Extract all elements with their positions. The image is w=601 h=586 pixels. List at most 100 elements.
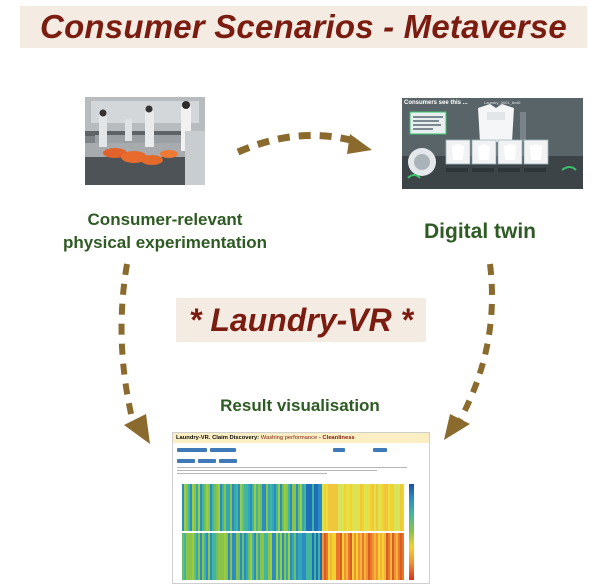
heatmap-cell [198, 484, 201, 531]
heatmap-cell [354, 533, 357, 580]
heatmap-cell [324, 533, 327, 580]
heatmap-cell [362, 484, 365, 531]
heatmap-cell [364, 533, 367, 580]
heatmap-cell [372, 533, 375, 580]
heatmap-cell [238, 533, 241, 580]
heatmap-cell [294, 533, 297, 580]
heatmap-cell [288, 484, 291, 531]
heatmap-cell [232, 533, 235, 580]
heatmap-cell [222, 533, 225, 580]
heatmap-cell [254, 533, 257, 580]
heatmap-cell [302, 484, 305, 531]
heatmap-cell [248, 533, 251, 580]
heatmap-cell [366, 484, 369, 531]
heatmap-cell [302, 533, 305, 580]
heatmap-cell [298, 484, 301, 531]
heatmap-cell [350, 533, 353, 580]
digital-twin-label: Digital twin [424, 220, 536, 243]
heatmap-cell [330, 484, 333, 531]
heatmap-cell [358, 484, 361, 531]
heatmap-cell [252, 533, 255, 580]
result-title-part3: - Cleanliness [318, 435, 355, 441]
heatmap-cell [244, 484, 247, 531]
heatmap-cell [264, 484, 267, 531]
heatmap-cell [240, 484, 243, 531]
heatmap-cell [262, 484, 265, 531]
heatmap-cell [192, 484, 195, 531]
heatmap-cell [310, 484, 313, 531]
heatmap-cell [352, 533, 355, 580]
heatmap-cell [224, 533, 227, 580]
heatmap-cell [196, 484, 199, 531]
heatmap-cell [326, 484, 329, 531]
heatmap-cell [398, 484, 401, 531]
heatmap-cell [356, 484, 359, 531]
heatmap-cell [390, 533, 393, 580]
heatmap-cell [348, 533, 351, 580]
heatmap-cell [378, 533, 381, 580]
heatmap-cell [192, 533, 195, 580]
heatmap-cell [202, 533, 205, 580]
physical-label-line2: physical experimentation [62, 233, 268, 252]
heatmap-cell [324, 484, 327, 531]
heatmap-cell [382, 484, 385, 531]
heatmap-cell [246, 484, 249, 531]
heatmap-cell [236, 484, 239, 531]
heatmap-cell [388, 484, 391, 531]
heatmap-cell [358, 533, 361, 580]
heatmap-cell [260, 484, 263, 531]
heatmap-cell [292, 533, 295, 580]
result-title-part1: Laundry-VR. Claim Discovery: [176, 435, 260, 441]
heatmap-cell [256, 484, 259, 531]
heatmap-cell [182, 484, 185, 531]
heatmap-cell [402, 484, 404, 531]
heatmap-cell [216, 484, 219, 531]
heatmap-cell [382, 533, 385, 580]
heatmap-cell [318, 533, 321, 580]
heatmap-cell [286, 484, 289, 531]
heatmap-cell [286, 533, 289, 580]
heatmap-cell [186, 484, 189, 531]
heatmap-cell [212, 484, 215, 531]
heatmap-cell [356, 533, 359, 580]
heatmap-cell [320, 484, 323, 531]
twin-screen-id: Laundry_0001_8x46 [484, 100, 521, 105]
heatmap-cell [204, 533, 207, 580]
heatmap-cell [266, 533, 269, 580]
heatmap-cell [242, 484, 245, 531]
heatmap-cell [392, 484, 395, 531]
heatmap-cell [224, 484, 227, 531]
heatmap-cell [242, 533, 245, 580]
heatmap-cell [368, 533, 371, 580]
heatmap-cell [252, 484, 255, 531]
filter-pill [333, 448, 345, 452]
heatmap-cell [218, 484, 221, 531]
heatmap-cell [208, 533, 211, 580]
heatmap-cell [254, 484, 257, 531]
heatmap-cell [394, 484, 397, 531]
heatmap-cell [206, 533, 209, 580]
heatmap-cell [290, 484, 293, 531]
heatmap-cell [212, 533, 215, 580]
heatmap-cell [232, 484, 235, 531]
heatmap-cell [274, 533, 277, 580]
heatmap-cell [322, 533, 325, 580]
text-line [177, 470, 377, 472]
heatmap-cell [312, 484, 315, 531]
heatmap-cell [278, 484, 281, 531]
arrow-physical-to-result [118, 263, 135, 419]
heatmap-cell [284, 484, 287, 531]
heatmap-cell [306, 484, 309, 531]
heatmap-cell [334, 484, 337, 531]
heatmap-cell [352, 484, 355, 531]
heatmap-cell [240, 533, 243, 580]
result-title-part2: Washing performance [260, 435, 318, 441]
heatmap-cell [272, 484, 275, 531]
heatmap-cell [342, 484, 345, 531]
arrow-twin-to-result [457, 263, 495, 422]
heatmap-cell [222, 484, 225, 531]
heatmap-cell [188, 484, 191, 531]
heatmap-cell [370, 533, 373, 580]
heatmap-cell [250, 533, 253, 580]
heatmap-cell [362, 533, 365, 580]
